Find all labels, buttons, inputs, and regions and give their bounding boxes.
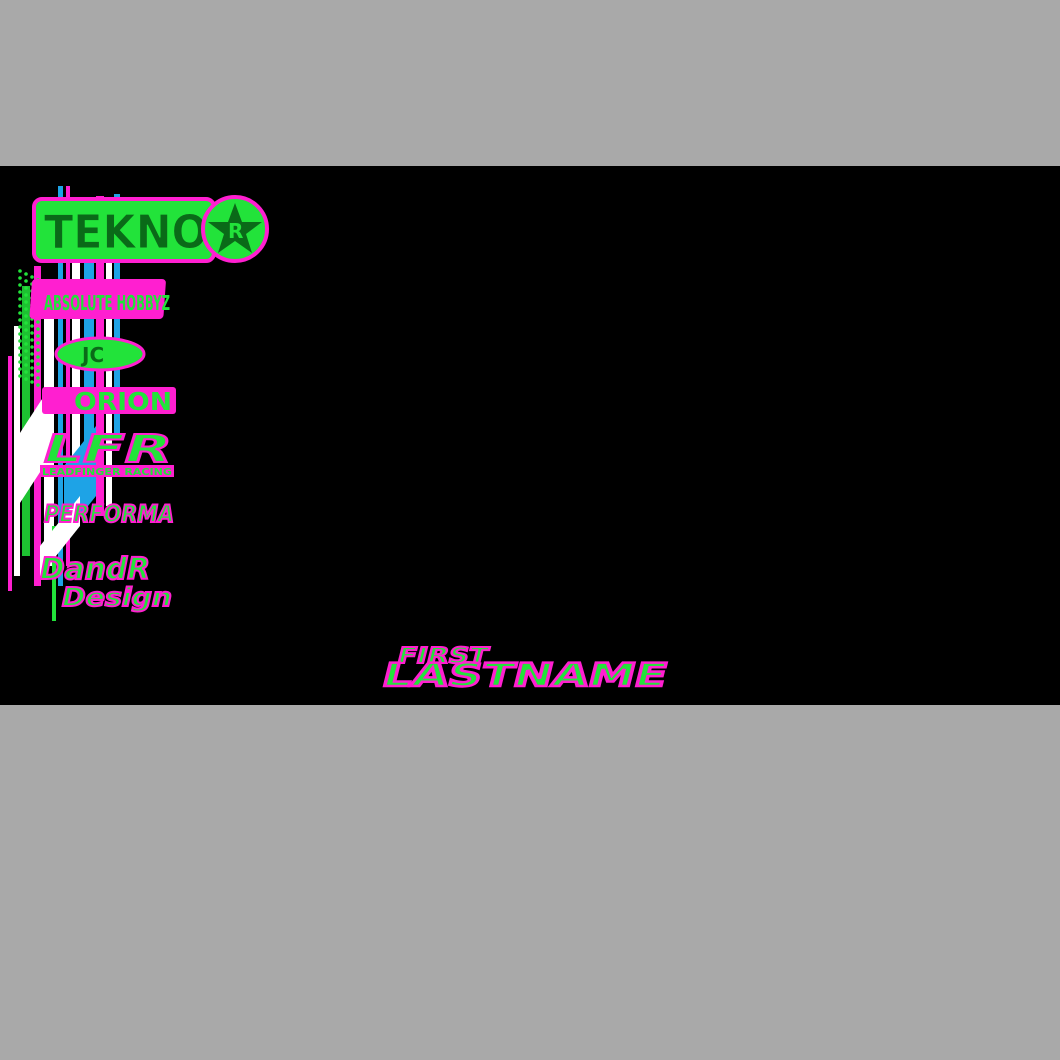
driver-last-name: LASTNAME bbox=[378, 656, 671, 693]
svg-text:PERFORMA: PERFORMA bbox=[44, 500, 174, 528]
svg-text:Design: Design bbox=[62, 583, 172, 613]
sponsor-logo-absolute-hobbyz: ABSOLUTE HOBBYZ bbox=[29, 279, 170, 319]
sponsor-logo-tekno: TEKNO R bbox=[32, 195, 269, 263]
halftone-dots bbox=[18, 269, 40, 387]
sponsor-logo-leadfinger: LFR LEADFINGER RACING bbox=[40, 426, 174, 478]
star-badge-icon: R bbox=[201, 195, 269, 263]
banner-art: TEKNO R ABSOLUTE HOBBYZ JC ORION LFR L bbox=[8, 186, 673, 695]
svg-text:JC: JC bbox=[80, 343, 104, 367]
svg-text:ORION: ORION bbox=[74, 387, 172, 416]
svg-text:TEKNO: TEKNO bbox=[44, 205, 208, 259]
svg-text:ABSOLUTE HOBBYZ: ABSOLUTE HOBBYZ bbox=[44, 291, 170, 315]
sponsor-logo-performa: PERFORMA bbox=[43, 499, 175, 529]
driver-first-name: FIRST bbox=[395, 643, 492, 669]
sponsor-logo-jc: JC bbox=[54, 336, 146, 372]
svg-text:R: R bbox=[228, 219, 243, 243]
sponsor-logo-orion: ORION bbox=[42, 387, 176, 416]
driver-name: FIRST LASTNAME bbox=[377, 642, 673, 695]
sponsor-logo-dandr: DandR Design bbox=[39, 551, 173, 614]
banner: TEKNO R ABSOLUTE HOBBYZ JC ORION LFR L bbox=[0, 166, 1060, 705]
svg-text:DandR: DandR bbox=[40, 552, 150, 587]
svg-text:LFR: LFR bbox=[44, 427, 172, 471]
svg-text:LEADFINGER RACING: LEADFINGER RACING bbox=[42, 467, 172, 478]
